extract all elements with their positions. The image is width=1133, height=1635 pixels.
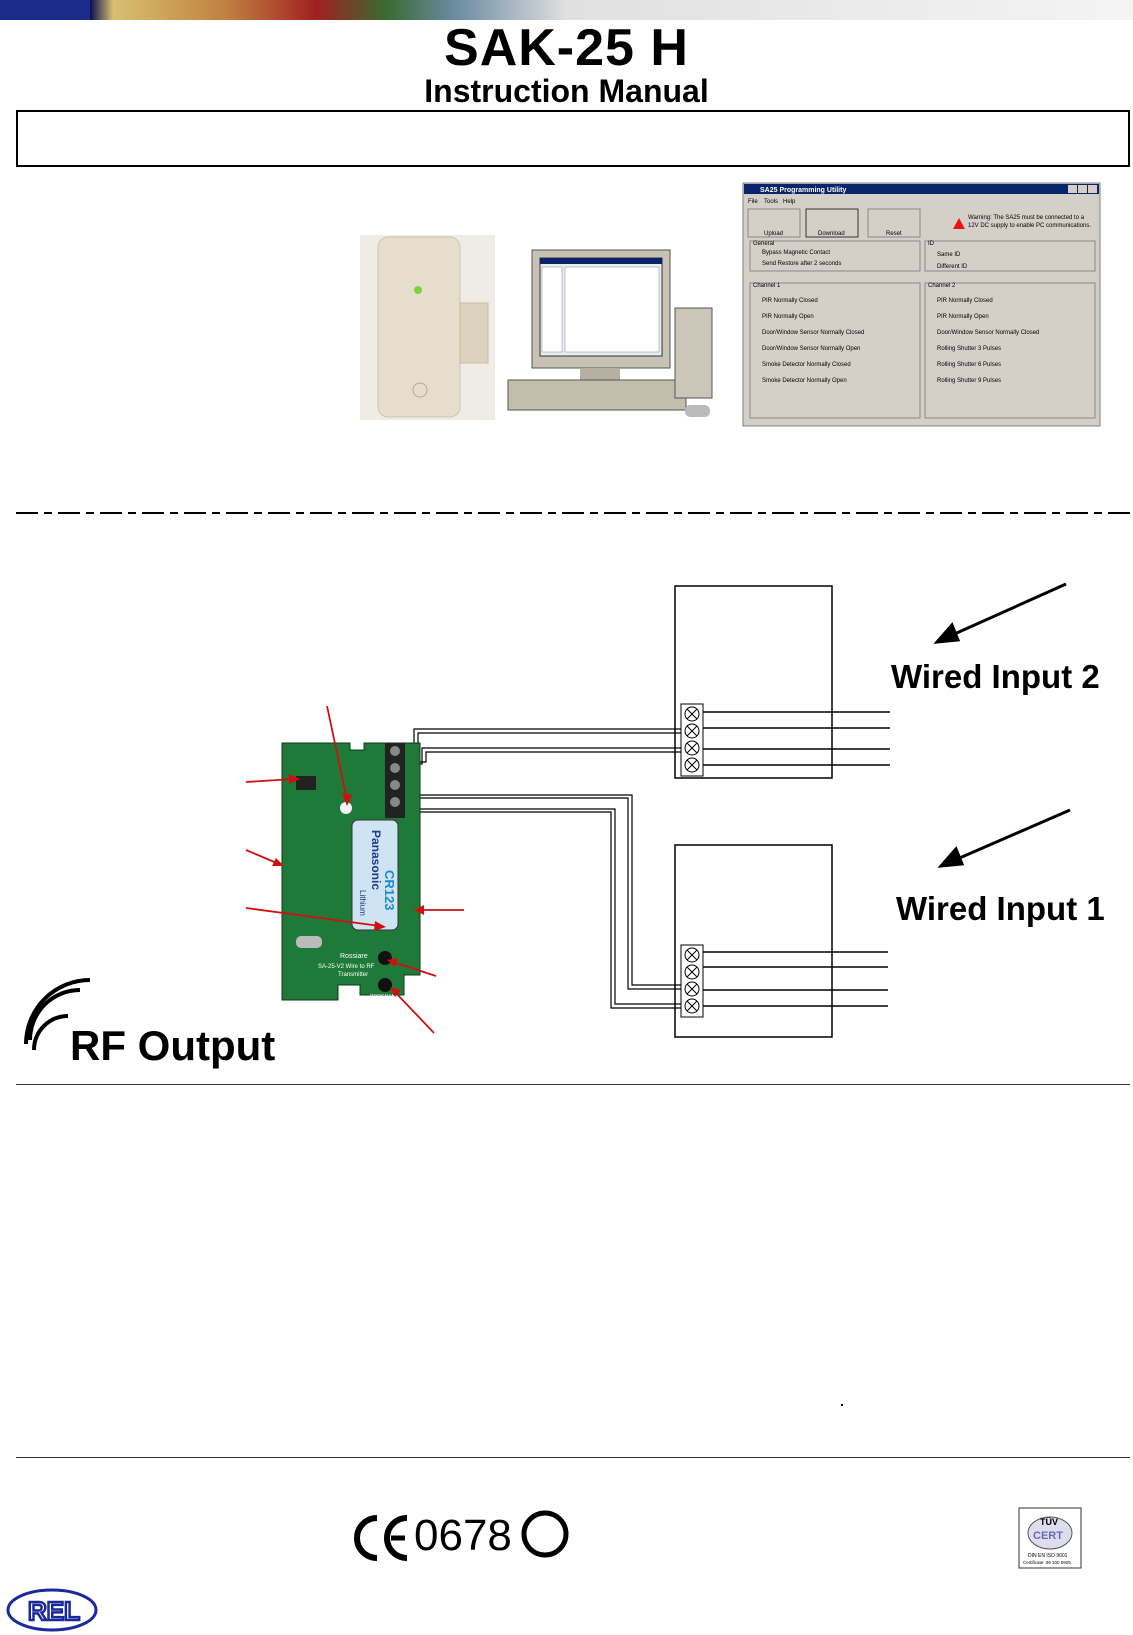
ch2-option[interactable]: Rolling Shutter 6 Pulses [937,362,1001,368]
utility-window-title: SA25 Programming Utility [760,187,846,194]
notice-box [16,110,1130,167]
warning-line-2: 12V DC supply to enable PC communication… [968,223,1091,229]
header-banner [0,0,1133,20]
ce-mark-icon [354,1515,408,1561]
option-same-id[interactable]: Same ID [937,252,961,258]
pcb-maker: Rossiare [340,953,368,960]
wired-input-2-label: Wired Input 2 [891,658,1100,695]
rf-waves-icon [24,978,91,1051]
sak25-device-image [360,235,495,420]
menu-file[interactable]: File [748,199,758,205]
rf-output-label: RF Output [70,1022,276,1069]
channel1-heading: Channel 1 [753,283,781,289]
ce-notified-body-number: 0678 [414,1511,512,1560]
terminal-block-1 [680,944,704,1018]
tuv-line-1: DIN EN ISO 9001 [1028,1553,1068,1559]
led [340,802,352,814]
wiring-diagram: Panasonic CR123 Lithium Rossiare SA-25-V… [24,582,1071,1051]
battery-type: Lithium [358,890,367,916]
page-subtitle: Instruction Manual [424,73,709,109]
ch1-option[interactable]: Door/Window Sensor Normally Closed [762,330,864,336]
jumper [296,776,316,790]
dashed-divider [16,512,1130,514]
ch2-option[interactable]: Door/Window Sensor Normally Closed [937,330,1039,336]
pcb-board: Panasonic CR123 Lithium Rossiare SA-25-V… [281,742,421,1001]
upload-button[interactable]: Upload [764,231,783,237]
warning-icon [953,218,965,229]
rel-logo: REL [6,1588,98,1632]
hero-illustration: SA25 Programming Utility File Tools Help… [360,182,1101,427]
reset-button[interactable]: Reset [886,231,902,237]
channel2-heading: Channel 2 [928,283,956,289]
window-controls[interactable] [1068,185,1097,193]
input-arrows [933,582,1071,868]
ch1-option[interactable]: Smoke Detector Normally Open [762,378,847,384]
stray-mark [841,1404,843,1406]
section-divider [16,1457,1130,1458]
menu-tools[interactable]: Tools [764,199,778,205]
ch1-option[interactable]: Door/Window Sensor Normally Open [762,346,860,352]
general-heading: General [753,241,774,247]
menu-help[interactable]: Help [783,199,796,205]
battery-brand: Panasonic [369,830,383,890]
section-divider [16,1084,1130,1085]
ch2-option[interactable]: PIR Normally Closed [937,298,993,304]
wired-input-1-label: Wired Input 1 [896,890,1105,927]
tuv-cert: CERT [1033,1530,1063,1542]
red-arrowheads [272,774,424,997]
option-bypass-magnetic[interactable]: Bypass Magnetic Contact [762,250,830,256]
ch2-option[interactable]: Rolling Shutter 3 Pulses [937,346,1001,352]
programming-utility-window: SA25 Programming Utility File Tools Help… [742,182,1101,427]
computer-image [507,249,713,417]
rel-logo-text: REL [28,1596,80,1626]
tuv-brand: TÜV [1040,1517,1058,1527]
ch1-option[interactable]: PIR Normally Open [762,314,814,320]
option-send-restore[interactable]: Send Restore after 2 seconds [762,261,841,267]
ch2-option[interactable]: Rolling Shutter 9 Pulses [937,378,1001,384]
option-different-id[interactable]: Different ID [937,264,968,270]
tuv-cert-badge: TÜV CERT DIN EN ISO 9001 Certificate: 09… [1018,1507,1082,1569]
tuv-line-2: Certificate: 09 100 6925 [1023,1560,1071,1565]
pcb-board-sub: Transmitter [338,972,368,978]
terminal-block-2 [680,703,704,777]
id-heading: ID [928,241,935,247]
page-title: SAK-25 H [444,19,689,77]
ch1-option[interactable]: PIR Normally Closed [762,298,818,304]
ch2-option[interactable]: PIR Normally Open [937,314,989,320]
ch1-option[interactable]: Smoke Detector Normally Closed [762,362,851,368]
download-button[interactable]: Download [818,231,845,237]
warning-line-1: Warning: The SA25 must be connected to a [968,215,1085,221]
pcb-board-name: SA-25-V2 Wire to RF [318,964,375,970]
alert-circle-icon [521,1510,569,1558]
connection-wires [405,728,681,1009]
red-callout-arrows [245,705,464,1034]
battery-model: CR123 [382,870,397,910]
program-button [378,951,392,965]
pcb-program-label: PROGRAM [370,994,396,1000]
